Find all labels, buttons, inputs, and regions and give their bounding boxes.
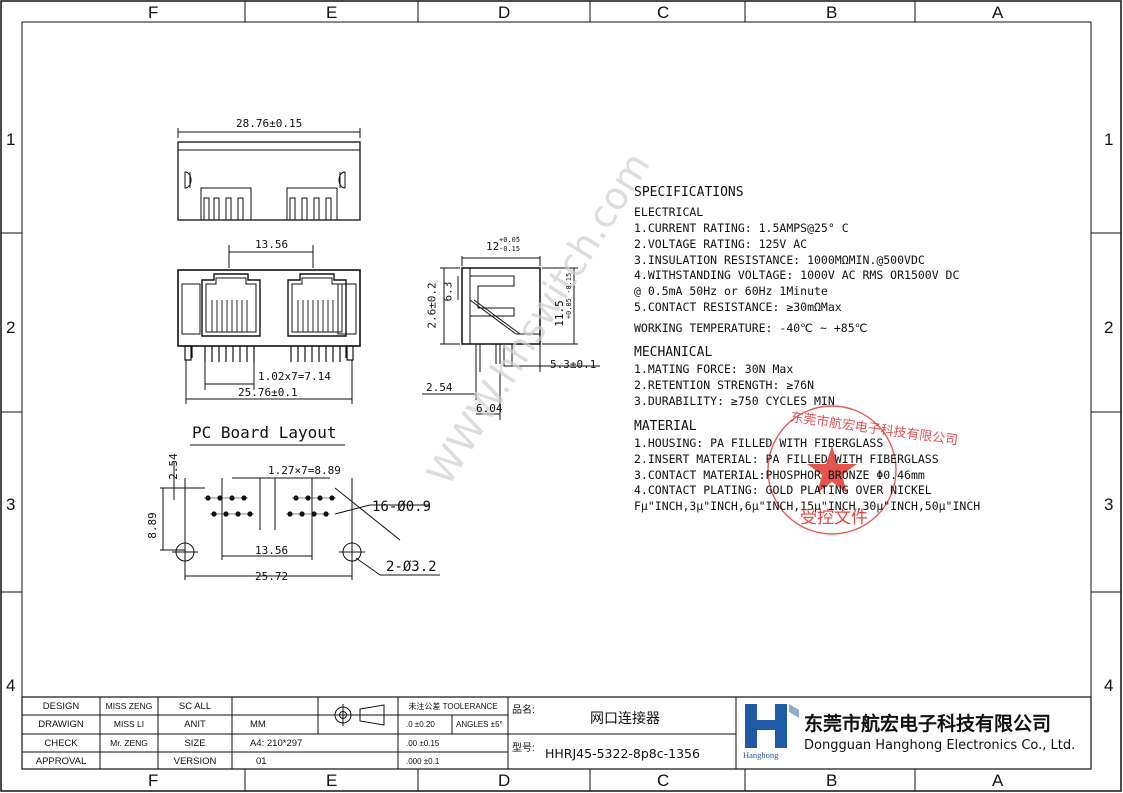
spec-electrical-1: 1.CURRENT RATING: 1.5AMPS@25° C xyxy=(634,221,849,235)
tb-logo-text: Hanghong xyxy=(743,750,779,760)
tb-company-en: Dongguan Hanghong Electronics Co., Ltd. xyxy=(804,738,1076,753)
zone-col-f-bottom: F xyxy=(148,771,159,790)
tb-name-label: 品名: xyxy=(512,705,535,716)
zone-col-b-top: B xyxy=(826,3,838,22)
zone-col-e-top: E xyxy=(326,3,338,22)
spec-title: SPECIFICATIONS xyxy=(634,185,744,200)
watermark-text: WWW.hhswitch.com xyxy=(418,145,658,493)
spec-electrical-5: @ 0.5mA 50Hz or 60Hz 1Minute xyxy=(634,284,828,298)
spec-mechanical-2: 2.RETENTION STRENGTH: ≥76N xyxy=(634,378,815,392)
dim-pin-pitch: 1.02x7=7.14 xyxy=(258,370,331,383)
tb-check-value: Mr. ZENG xyxy=(110,738,148,748)
dim-side-bottom-b: 6.04 xyxy=(476,402,503,415)
tb-tol-1: .0 ±0.20 xyxy=(406,720,435,729)
zone-row-1-left: 1 xyxy=(6,130,16,149)
spec-material-1: 1.HOUSING: PA FILLED WITH FIBERGLASS xyxy=(634,436,884,450)
spec-electrical-3: 3.INSULATION RESISTANCE: 1000MΩMIN.@500V… xyxy=(634,253,925,267)
zone-row-4-right: 4 xyxy=(1104,676,1114,695)
pcb-dim-total: 25.72 xyxy=(255,570,289,583)
stamp-center-text: 受控文件 xyxy=(800,508,868,528)
zone-row-2-left: 2 xyxy=(6,318,16,337)
dim-side-height-c: 11.5 xyxy=(552,300,566,327)
dim-bottom-width: 25.76±0.1 xyxy=(238,386,298,399)
spec-mechanical-3: 3.DURABILITY: ≥750 CYCLES MIN xyxy=(634,394,835,408)
dim-side-bottom-a: 2.54 xyxy=(426,381,453,394)
pcb-hole-small-label: 16-Ø0.9 xyxy=(372,499,432,515)
zone-row-2-right: 2 xyxy=(1104,318,1114,337)
tb-approval-label: APPROVAL xyxy=(35,756,87,767)
tb-version-label: VERSION xyxy=(173,756,217,767)
zone-col-e-bottom: E xyxy=(326,771,338,790)
tb-check-label: CHECK xyxy=(44,738,78,749)
tb-part-label: 型号: xyxy=(512,743,535,754)
tb-size-value: A4: 210*297 xyxy=(250,738,303,749)
zone-col-a-bottom: A xyxy=(992,771,1004,790)
spec-mechanical-header: MECHANICAL xyxy=(634,345,713,360)
spec-material-5: Fμ"INCH,3μ"INCH,6μ"INCH,15μ"INCH,30μ"INC… xyxy=(634,499,981,513)
tb-tol-angles: ANGLES ±5° xyxy=(456,720,503,729)
spec-material-3: 3.CONTACT MATERIAL:PHOSPHOR BRONZE Φ0.46… xyxy=(634,468,925,482)
dim-top-width: 28.76±0.15 xyxy=(236,117,303,130)
zone-row-3-left: 3 xyxy=(6,495,16,514)
dim-side-top-tol-plus: +0.05 xyxy=(499,236,521,244)
spec-material-2: 2.INSERT MATERIAL: PA FILLED WITH FIBERG… xyxy=(634,452,939,466)
dim-side-height-c-tol: +0.05 -0.15 xyxy=(565,272,574,320)
pcb-dim-pitch: 1.27×7=8.89 xyxy=(268,464,341,477)
spec-electrical-4: 4.WITHSTANDING VOLTAGE: 1000V AC RMS OR1… xyxy=(634,268,960,282)
zone-col-d-bottom: D xyxy=(498,771,511,790)
spec-working-temp: WORKING TEMPERATURE: -40℃ ~ +85℃ xyxy=(634,321,868,335)
zone-col-c-bottom: C xyxy=(657,771,670,790)
dim-side-height-b: 2.6±0.2 xyxy=(425,282,439,329)
tb-design-label: DESIGN xyxy=(42,701,80,712)
tb-name-value: 网口连接器 xyxy=(590,711,660,727)
spec-electrical-header: ELECTRICAL xyxy=(634,205,704,219)
dim-side-top: 12 xyxy=(486,240,500,253)
zone-row-3-right: 3 xyxy=(1104,495,1114,514)
tb-version-value: 01 xyxy=(256,756,267,767)
zone-col-a-top: A xyxy=(992,3,1004,22)
dim-side-top-tol-minus: -0.15 xyxy=(499,245,521,253)
dim-side-height-a: 6.3 xyxy=(441,281,455,302)
tb-tol-2: .00 ±0.15 xyxy=(406,739,440,748)
tb-sc-label: SC ALL xyxy=(178,701,212,712)
pcb-layout-title: PC Board Layout xyxy=(192,423,337,442)
spec-material-4: 4.CONTACT PLATING: GOLD PLATING OVER NIC… xyxy=(634,483,932,497)
spec-mechanical-1: 1.MATING FORCE: 30N Max xyxy=(634,362,794,376)
tb-unit-label: ANIT xyxy=(184,719,206,730)
zone-col-d-top: D xyxy=(498,3,511,22)
spec-electrical-6: 5.CONTACT RESISTANCE: ≥30mΩMax xyxy=(634,300,842,314)
zone-row-4-left: 4 xyxy=(6,676,16,695)
tb-company-cn: 东莞市航宏电子科技有限公司 xyxy=(804,713,1052,735)
tb-design-value: MISS ZENG xyxy=(105,701,153,711)
dim-side-depth: 5.3±0.1 xyxy=(550,358,597,371)
pcb-dim-v-side: 8.89 xyxy=(145,512,159,539)
tb-drawing-value: MISS LI xyxy=(113,719,145,729)
pcb-dim-port: 13.56 xyxy=(255,544,289,557)
zone-col-c-top: C xyxy=(657,3,670,22)
tb-unit-value: MM xyxy=(250,719,266,730)
tb-size-label: SIZE xyxy=(184,738,206,749)
tb-drawing-label: DRAWIGN xyxy=(38,719,84,730)
tb-part-value: HHRJ45-5322-8p8c-1356 xyxy=(545,746,700,761)
spec-electrical-2: 2.VOLTAGE RATING: 125V AC xyxy=(634,237,808,251)
dim-port-pitch: 13.56 xyxy=(255,238,289,251)
pcb-hole-large-label: 2-Ø3.2 xyxy=(386,559,437,575)
zone-col-f-top: F xyxy=(148,3,159,22)
tb-tolerance-header: 未注公差 TOOLERANCE xyxy=(408,702,498,711)
zone-row-1-right: 1 xyxy=(1104,130,1114,149)
spec-material-header: MATERIAL xyxy=(634,419,697,434)
zone-col-b-bottom: B xyxy=(826,771,838,790)
tb-tol-3: .000 ±0.1 xyxy=(406,757,440,766)
pcb-dim-v-top: 2.54 xyxy=(166,453,180,480)
